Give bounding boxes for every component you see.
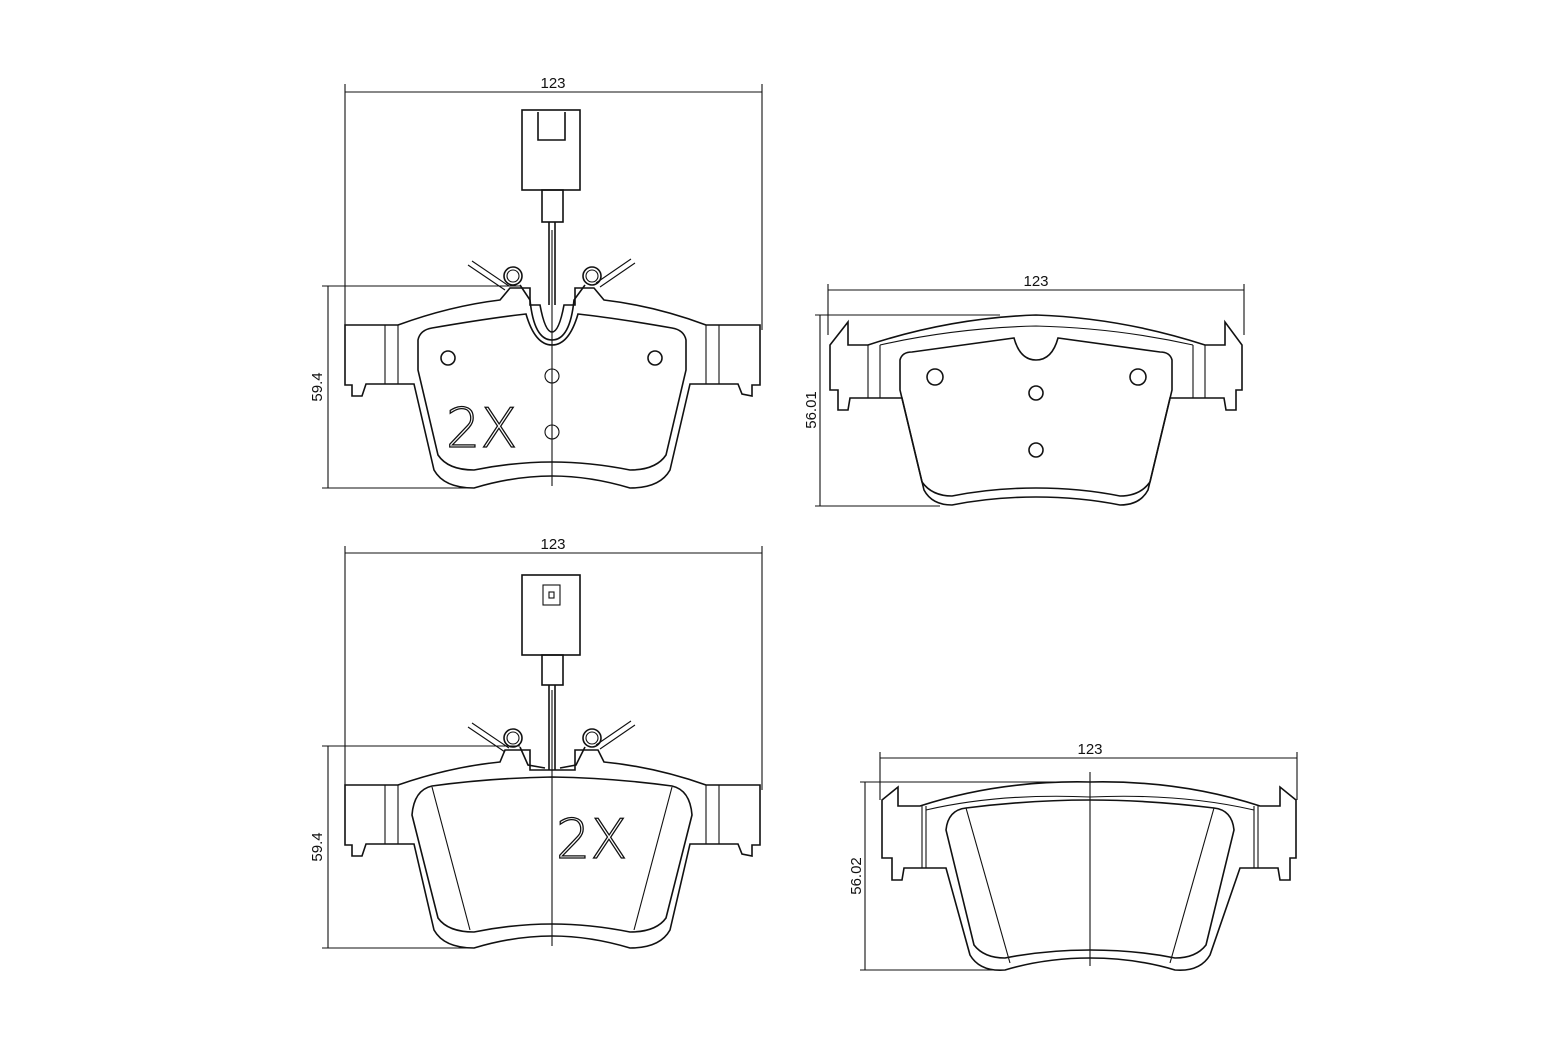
hole (926, 368, 944, 386)
width-label: 123 (1023, 273, 1048, 290)
mounting-hole (440, 350, 456, 366)
backing-plate (881, 781, 1297, 972)
height-label: 56.01 (803, 391, 820, 429)
width-dimension: 123 (879, 741, 1298, 800)
wear-sensor (521, 574, 581, 770)
friction-material (417, 313, 687, 471)
retaining-clip (467, 258, 636, 341)
quantity-label: 2X (556, 808, 627, 871)
hole (1129, 368, 1147, 386)
width-label: 123 (1077, 741, 1102, 758)
height-dimension: 56.01 (803, 314, 1000, 507)
backing-plate (344, 749, 761, 949)
width-dimension: 123 (827, 273, 1245, 335)
retaining-clip (467, 720, 636, 769)
wear-sensor (521, 109, 581, 305)
height-label: 59.4 (309, 372, 326, 401)
height-label: 59.4 (309, 832, 326, 861)
view-top-left: 123 59.4 2X (309, 75, 763, 489)
mounting-hole (647, 350, 663, 366)
width-dimension: 123 (344, 536, 763, 790)
hole (1028, 385, 1044, 401)
friction-material (411, 776, 693, 933)
height-dimension: 59.4 (309, 745, 520, 949)
width-label: 123 (540, 75, 565, 92)
view-top-right: 123 56.01 (803, 273, 1245, 507)
width-label: 123 (540, 536, 565, 553)
friction-material (945, 799, 1235, 959)
backing-plate (829, 314, 1243, 506)
friction-material (899, 337, 1173, 497)
backing-plate (344, 287, 761, 489)
quantity-label: 2X (446, 397, 517, 460)
width-dimension: 123 (344, 75, 763, 330)
height-label: 56.02 (848, 857, 865, 895)
view-bottom-right: 123 56.02 (848, 741, 1298, 972)
height-dimension: 59.4 (309, 285, 520, 489)
view-bottom-left: 123 59.4 2X (309, 536, 763, 949)
hole (1028, 442, 1044, 458)
